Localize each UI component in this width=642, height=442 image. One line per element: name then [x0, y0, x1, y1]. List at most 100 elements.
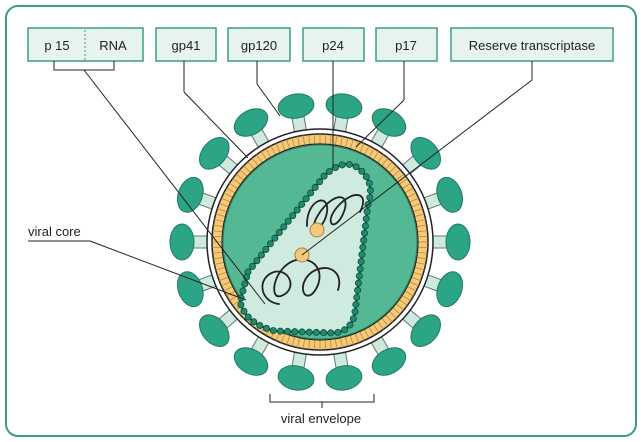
spike-head	[277, 93, 315, 119]
spike-head	[410, 136, 441, 170]
label-reverse-transcriptase: Reserve transcriptase	[469, 38, 595, 53]
lipid-tick	[213, 224, 224, 228]
capsid-bead-ring	[237, 160, 374, 337]
capsid-bead	[237, 301, 245, 309]
lipid-tick	[399, 178, 408, 185]
leader-p17	[355, 99, 405, 148]
lipid-tick	[212, 251, 223, 254]
capsid-bead	[298, 328, 306, 336]
lipid-tick	[409, 197, 419, 203]
lipid-tick	[324, 339, 327, 350]
lipid-tick	[359, 143, 365, 153]
lipid-tick	[404, 187, 414, 194]
capsid-bead	[305, 328, 313, 336]
label-p17: p17	[395, 38, 417, 53]
lipid-tick	[409, 281, 419, 287]
lipid-tick	[291, 137, 296, 148]
spike-head	[169, 223, 195, 261]
inner-membrane-ring	[221, 143, 419, 341]
capsid-bead	[359, 243, 367, 251]
label-p15: p 15	[44, 38, 69, 53]
lipid-tick	[215, 266, 226, 271]
capsid-bead	[327, 329, 335, 337]
label-gp120: gp120	[241, 38, 277, 53]
label-box-p15-rna: p 15 RNA	[27, 27, 144, 62]
capsid-bead	[269, 327, 277, 335]
spike-head	[277, 365, 315, 391]
capsid-bead	[262, 324, 270, 332]
lipid-tick	[275, 143, 281, 153]
lipid-tick	[395, 173, 405, 181]
label-rna: RNA	[99, 38, 127, 53]
lipid-tick	[232, 178, 241, 185]
lipid-tick	[385, 314, 393, 323]
capsid-bead	[362, 215, 370, 223]
lipid-tick	[217, 208, 227, 213]
capsid-bead	[351, 308, 359, 316]
spike-head	[199, 314, 230, 348]
capsid-bead	[239, 287, 247, 295]
lipid-tick	[368, 148, 375, 158]
capsid-bead	[354, 286, 362, 294]
capsid-bead	[253, 257, 261, 265]
envelope-spike	[277, 348, 315, 391]
envelope-spike	[325, 93, 363, 136]
rna-strand-upper	[306, 194, 364, 230]
leader-gp41	[183, 91, 249, 159]
lipid-tick	[416, 256, 427, 260]
capsid-bead	[349, 315, 357, 323]
lipid-tick	[401, 295, 411, 302]
label-box-p24: p24	[302, 27, 365, 62]
capsid-bead	[320, 172, 328, 180]
capsid-bead	[365, 179, 373, 187]
lipid-tick	[381, 157, 389, 167]
lipid-tick	[417, 251, 428, 254]
lipid-tick	[407, 192, 417, 198]
lipid-tick	[286, 335, 291, 345]
capsid-bead	[248, 262, 256, 270]
envelope-spike	[277, 93, 315, 136]
lipid-tick	[221, 281, 231, 287]
lipid-tick	[415, 261, 426, 265]
lipid-tick	[235, 173, 245, 181]
capsid-bead	[241, 280, 249, 288]
capsid-bead	[289, 212, 297, 220]
spike-head	[371, 108, 407, 137]
capsid-bead	[346, 321, 354, 329]
lipid-tick	[368, 326, 375, 336]
label-box-p17: p17	[375, 27, 438, 62]
capsid-bead	[345, 160, 353, 168]
envelope-spikes	[169, 93, 471, 391]
spike-head	[233, 347, 269, 376]
capsid-bead	[325, 167, 333, 175]
lipid-tick	[349, 139, 354, 149]
capsid-bead	[276, 327, 284, 335]
lipid-tick	[373, 323, 380, 333]
lipid-tick	[377, 321, 384, 330]
capsid-bead	[293, 206, 301, 214]
lipid-tick	[392, 169, 401, 177]
lipid-tick	[411, 202, 421, 208]
lipid-tick	[417, 230, 428, 233]
lipid-tick	[223, 286, 233, 292]
diagram-frame	[5, 5, 637, 437]
lipid-tick	[339, 337, 343, 348]
spike-head	[410, 314, 441, 348]
lipid-tick	[364, 329, 370, 339]
lipid-tick	[219, 202, 229, 208]
lipid-tick	[280, 141, 286, 151]
rna-strand-lower	[261, 258, 341, 305]
capsid-bead	[331, 163, 339, 171]
capsid-bead	[338, 161, 346, 169]
capsid-bead	[256, 322, 264, 330]
lipid-tick	[414, 213, 425, 218]
lipid-tick	[399, 299, 408, 306]
label-box-gp41: gp41	[155, 27, 217, 62]
lipid-tick	[392, 307, 401, 315]
capsid-bead	[240, 307, 248, 315]
capsid-bead	[334, 328, 342, 336]
spike-head	[176, 176, 204, 213]
spike-head	[445, 223, 471, 261]
lipid-tick	[395, 303, 405, 311]
lipid-tick	[344, 336, 349, 347]
